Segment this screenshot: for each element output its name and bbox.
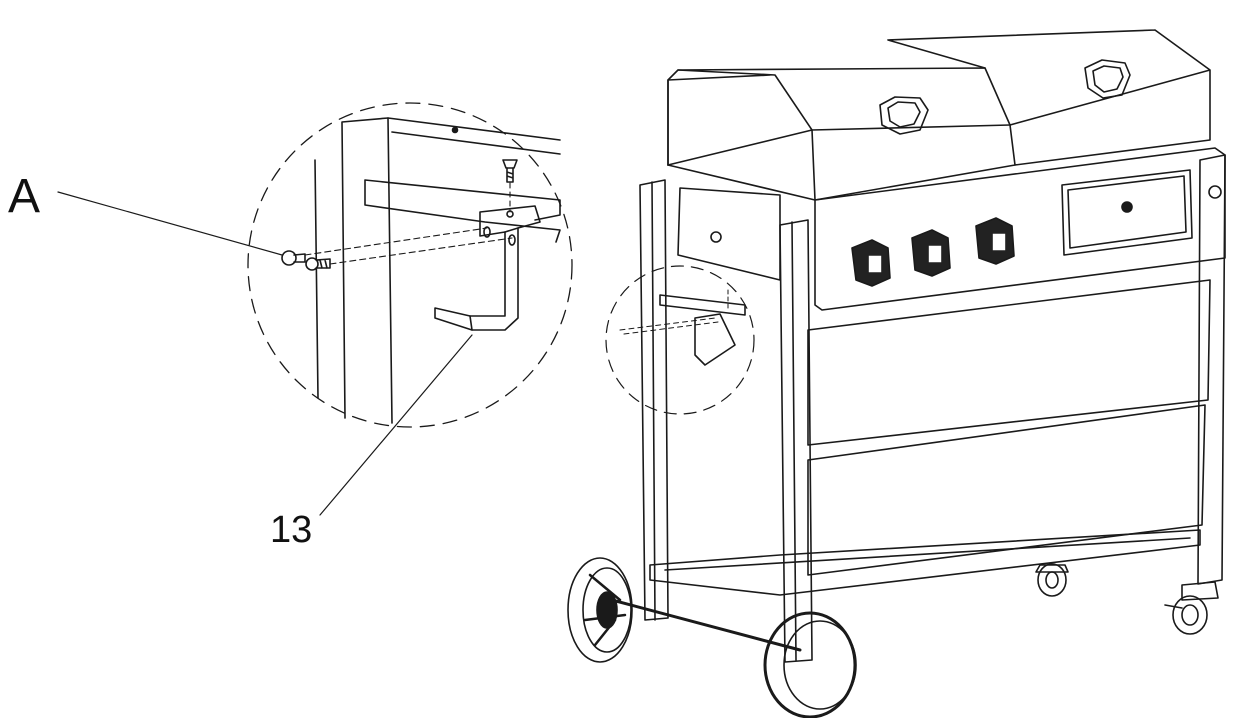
hook-bracket: [434, 205, 541, 331]
callout-leader-a: [57, 191, 283, 256]
screw-icon: [305, 257, 331, 271]
caster-wheel-icon: [1035, 563, 1069, 597]
front-leg-right: [779, 219, 813, 663]
bottom-shelf: [649, 529, 1201, 596]
detail-circle-small: [605, 265, 755, 415]
screw-icon: [281, 250, 306, 266]
detail-circle: [247, 102, 573, 428]
lower-panel: [807, 404, 1206, 576]
callout-label-13: 13: [270, 509, 312, 551]
zoomed-cart-leg: [314, 117, 393, 424]
bracket-hole-side-2: [508, 234, 516, 246]
left-lid-edge: [667, 69, 1011, 166]
bracket-hole-side-1: [483, 226, 491, 238]
rear-leg-right: [1197, 154, 1226, 585]
grill-cart: [567, 29, 1226, 718]
control-knob-icon: [911, 229, 951, 277]
right-lid: [887, 29, 1211, 166]
wheel-right: [763, 611, 857, 718]
upper-panel: [807, 279, 1211, 446]
side-bar-small: [659, 294, 746, 366]
lid-handle-right: [1084, 59, 1131, 99]
detail-zoom-view: [247, 102, 573, 428]
control-knob-icon: [851, 239, 891, 287]
hook-bracket-inner: [469, 227, 519, 331]
axle: [610, 598, 802, 652]
front-leg-left: [639, 179, 669, 621]
zoomed-side-bar: [364, 179, 561, 243]
caster-wheel-icon: [1164, 581, 1219, 635]
screw-icon: [502, 159, 518, 183]
control-knob-icon: [975, 217, 1015, 265]
callout-leader-13: [319, 334, 473, 516]
callout-label-a: A: [8, 170, 40, 223]
zoomed-top-rail: [387, 117, 561, 155]
wheel-left: [567, 557, 633, 663]
screw-guide-lines: [304, 227, 513, 265]
lid-handle-left: [879, 96, 929, 135]
control-box-window: [1061, 169, 1193, 256]
